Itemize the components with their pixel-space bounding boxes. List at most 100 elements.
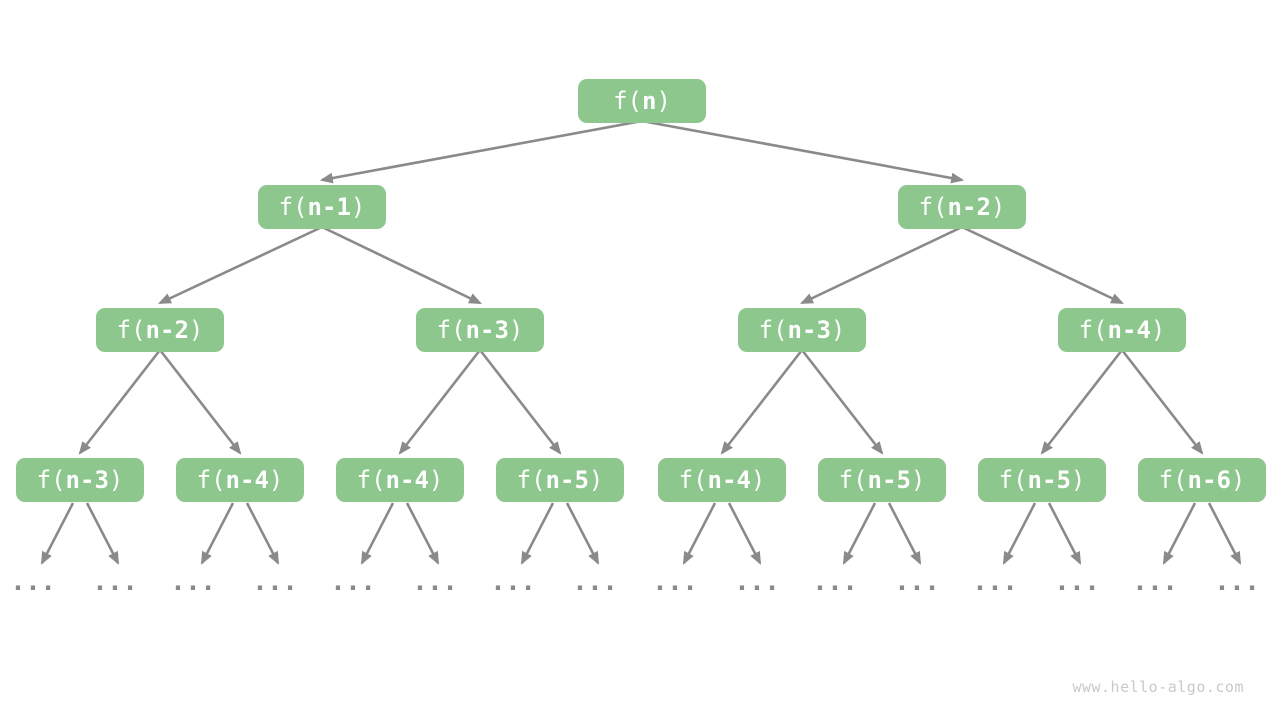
edge-b2-c3 [800, 225, 963, 305]
ellipsis-leaf: ... [1135, 568, 1181, 596]
leaf-edge-d3-right [405, 502, 440, 565]
edge-a-b2 [641, 119, 965, 184]
node-label-post: ) [108, 466, 124, 494]
node-label-pre: f( [356, 466, 386, 494]
edge-b2-c4 [961, 225, 1124, 305]
node-label-post: ) [830, 316, 846, 344]
ellipsis-leaf: ... [173, 568, 219, 596]
tree-node-c1: f(n-2) [96, 308, 224, 352]
tree-node-b1: f(n-1) [258, 185, 386, 229]
node-label-post: ) [990, 193, 1006, 221]
edge-c2-d3 [398, 349, 482, 455]
node-label-arg: n-2 [947, 193, 991, 221]
node-label-arg: n [642, 87, 657, 115]
node-label-arg: n-4 [225, 466, 269, 494]
leaf-edge-d5-right [727, 502, 762, 565]
tree-node-c4: f(n-4) [1058, 308, 1186, 352]
node-label-post: ) [350, 193, 366, 221]
node-label-arg: n-4 [385, 466, 429, 494]
edge-c2-d4 [478, 349, 562, 455]
edge-b1-c2 [321, 225, 482, 305]
leaf-edge-d7-right [1047, 502, 1082, 565]
node-label-arg: n-3 [65, 466, 109, 494]
edge-c3-d5 [720, 349, 804, 455]
node-label-arg: n-4 [1107, 316, 1151, 344]
node-label-arg: n-5 [867, 466, 911, 494]
leaf-edge-d5-left [682, 502, 717, 565]
node-label-pre: f( [678, 466, 708, 494]
tree-node-d1: f(n-3) [16, 458, 144, 502]
leaf-edge-d2-left [200, 502, 235, 565]
edge-c1-d2 [158, 349, 242, 455]
node-label-pre: f( [278, 193, 308, 221]
node-label-pre: f( [516, 466, 546, 494]
node-label-pre: f( [436, 316, 466, 344]
ellipsis-leaf: ... [255, 568, 301, 596]
node-label-arg: n-3 [465, 316, 509, 344]
leaf-edge-d4-right [565, 502, 600, 565]
ellipsis-leaf: ... [1057, 568, 1103, 596]
leaf-edge-d3-left [360, 502, 395, 565]
tree-node-c2: f(n-3) [416, 308, 544, 352]
node-label-post: ) [1150, 316, 1166, 344]
node-label-pre: f( [613, 87, 642, 115]
tree-node-c3: f(n-3) [738, 308, 866, 352]
node-label-pre: f( [196, 466, 226, 494]
edge-c4-d8 [1120, 349, 1204, 455]
edge-a-b1 [319, 119, 643, 184]
node-label-post: ) [268, 466, 284, 494]
tree-node-d2: f(n-4) [176, 458, 304, 502]
ellipsis-leaf: ... [897, 568, 943, 596]
node-label-post: ) [750, 466, 766, 494]
ellipsis-leaf: ... [415, 568, 461, 596]
node-label-pre: f( [918, 193, 948, 221]
leaf-edge-d6-right [887, 502, 922, 565]
node-label-post: ) [656, 87, 671, 115]
node-label-arg: n-3 [787, 316, 831, 344]
edge-c1-d1 [78, 349, 162, 455]
ellipsis-leaf: ... [95, 568, 141, 596]
node-label-arg: n-4 [707, 466, 751, 494]
ellipsis-leaf: ... [1217, 568, 1263, 596]
leaf-edge-d7-left [1002, 502, 1037, 565]
watermark: www.hello-algo.com [1072, 678, 1244, 696]
ellipsis-leaf: ... [13, 568, 59, 596]
ellipsis-leaf: ... [655, 568, 701, 596]
edge-b1-c1 [158, 225, 323, 305]
ellipsis-leaf: ... [975, 568, 1021, 596]
node-label-pre: f( [998, 466, 1028, 494]
tree-node-d5: f(n-4) [658, 458, 786, 502]
node-label-arg: n-2 [145, 316, 189, 344]
edge-c3-d6 [800, 349, 884, 455]
node-label-pre: f( [758, 316, 788, 344]
node-label-arg: n-6 [1187, 466, 1231, 494]
tree-node-b2: f(n-2) [898, 185, 1026, 229]
leaf-edge-d2-right [245, 502, 280, 565]
tree-node-d3: f(n-4) [336, 458, 464, 502]
ellipsis-leaf: ... [493, 568, 539, 596]
node-label-pre: f( [1158, 466, 1188, 494]
tree-node-d7: f(n-5) [978, 458, 1106, 502]
node-label-pre: f( [116, 316, 146, 344]
node-label-pre: f( [838, 466, 868, 494]
tree-node-d8: f(n-6) [1138, 458, 1266, 502]
tree-node-d4: f(n-5) [496, 458, 624, 502]
node-label-arg: n-5 [545, 466, 589, 494]
node-label-pre: f( [1078, 316, 1108, 344]
leaf-edge-d8-left [1162, 502, 1197, 565]
edge-c4-d7 [1040, 349, 1124, 455]
node-label-post: ) [508, 316, 524, 344]
leaf-edge-d1-right [85, 502, 120, 565]
ellipsis-leaf: ... [575, 568, 621, 596]
leaf-edge-d8-right [1207, 502, 1242, 565]
edge-group [40, 119, 1242, 565]
ellipsis-leaf: ... [815, 568, 861, 596]
tree-node-a: f(n) [578, 79, 706, 123]
node-label-post: ) [1230, 466, 1246, 494]
leaf-edge-d6-left [842, 502, 877, 565]
node-label-post: ) [910, 466, 926, 494]
ellipsis-leaf: ... [333, 568, 379, 596]
leaf-edge-d4-left [520, 502, 555, 565]
